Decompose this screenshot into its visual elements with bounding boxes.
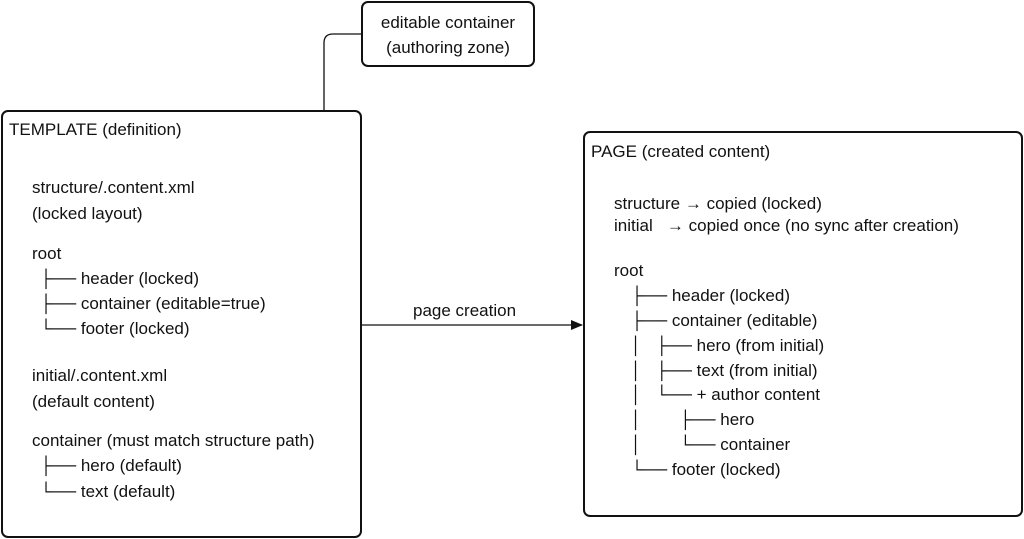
initial-note: (default content) [32,392,155,411]
page-tree-author-container: │ └── container [631,435,791,454]
template-root-label: root [32,244,62,263]
structure-file-label: structure/.content.xml [32,178,195,197]
zone-line-2: (authoring zone) [386,38,510,57]
template-tree-header: ├── header (locked) [40,269,199,288]
template-tree-footer: └── footer (locked) [40,319,190,338]
structure-note: (locked layout) [32,204,143,223]
page-tree-author-hero: │ ├── hero [631,410,755,429]
page-tree-footer: └── footer (locked) [631,460,781,479]
template-title: TEMPLATE (definition) [9,120,182,139]
template-tree-container: ├── container (editable=true) [40,294,266,313]
template-box: TEMPLATE (definition) structure/.content… [1,110,362,538]
page-title: PAGE (created content) [591,142,771,161]
page-box: PAGE (created content) structure → copie… [583,131,1023,517]
page-tree-author-content: │ └── + author content [631,385,820,404]
zone-line-1: editable container [380,13,516,32]
container-head-label: container (must match structure path) [32,431,315,450]
page-tree-container: ├── container (editable) [631,311,818,330]
authoring-zone-box: editable container (authoring zone) [361,1,535,67]
page-creation-label: page creation [413,301,517,320]
container-tree-text: └── text (default) [40,482,176,501]
page-root-label: root [614,261,644,280]
initial-file-label: initial/.content.xml [32,366,168,385]
page-tree-hero-initial: │ ├── hero (from initial) [631,336,825,355]
page-tree-header: ├── header (locked) [631,286,790,305]
page-tree-text-initial: │ ├── text (from initial) [631,361,818,380]
container-tree-hero: ├── hero (default) [40,456,182,475]
page-rule-structure: structure → copied (locked) [614,194,822,213]
page-rule-initial: initial → copied once (no sync after cre… [614,216,959,235]
